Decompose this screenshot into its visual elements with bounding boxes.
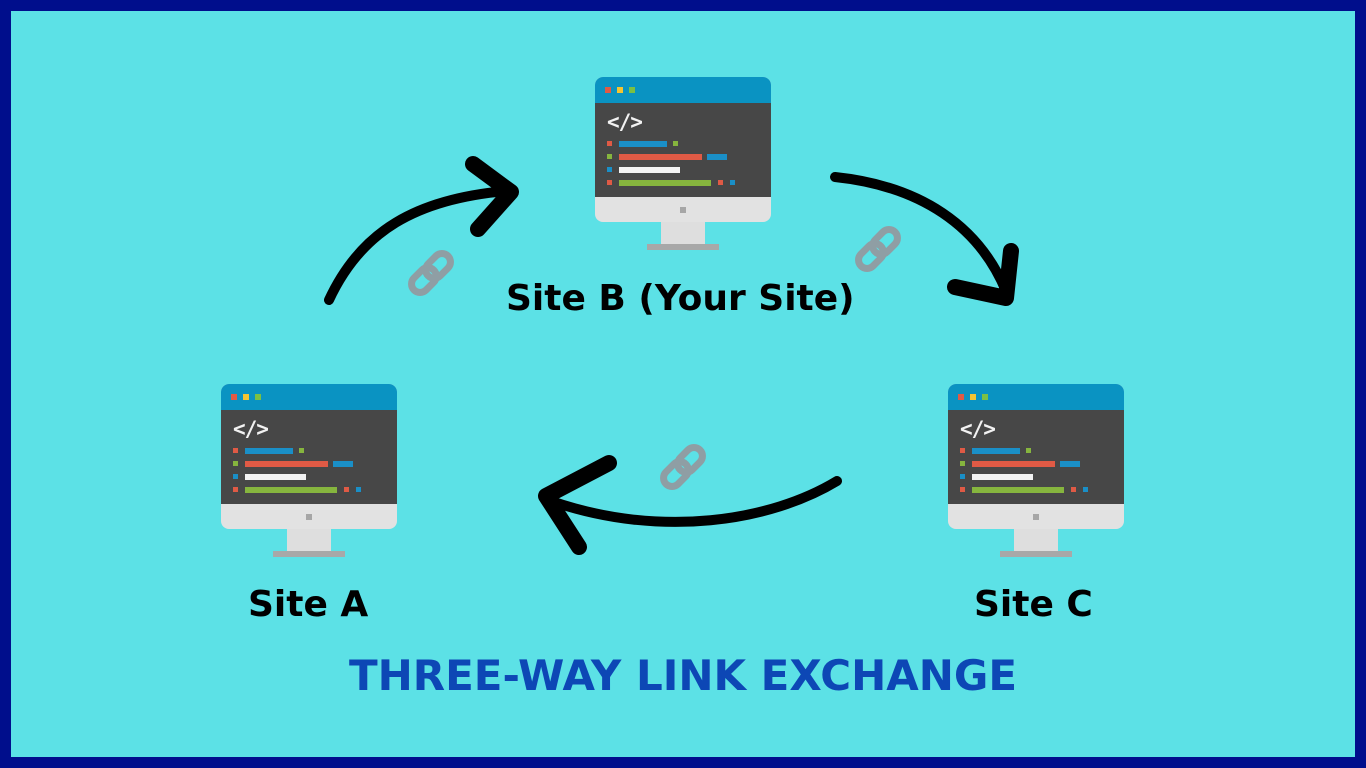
- chain-link-icon: [408, 250, 454, 296]
- arrow-b-to-c-head: [947, 243, 1019, 306]
- code-bullet: [607, 154, 612, 159]
- power-indicator: [306, 514, 312, 520]
- code-line: [333, 461, 353, 467]
- power-indicator: [1033, 514, 1039, 520]
- code-line: [1060, 461, 1080, 467]
- monitor-stand-base: [647, 244, 719, 250]
- window-titlebar: [221, 384, 397, 410]
- monitor-frame: </>: [948, 384, 1124, 529]
- site-a-computer-icon: </>: [221, 384, 397, 559]
- diagram-title: THREE-WAY LINK EXCHANGE: [348, 651, 1018, 700]
- code-bullet: [960, 448, 965, 453]
- window-dot-yellow: [617, 87, 623, 93]
- arrow-b-to-c: [830, 172, 1019, 306]
- window-titlebar: [595, 77, 771, 103]
- chain-link-icon: [660, 444, 706, 490]
- code-bullet: [607, 180, 612, 185]
- chain-link-icon: [855, 226, 901, 272]
- arrow-a-to-b: [324, 156, 519, 305]
- code-bullet: [233, 448, 238, 453]
- code-line: [619, 180, 711, 186]
- code-bullet: [356, 487, 361, 492]
- site-a-label: Site A: [248, 584, 369, 625]
- code-bullet: [960, 474, 965, 479]
- code-line: [245, 461, 328, 467]
- code-screen: </>: [221, 410, 397, 504]
- monitor-stand-base: [273, 551, 345, 557]
- site-b-label: Site B (Your Site): [506, 278, 855, 319]
- arrow-c-to-a: [538, 455, 842, 555]
- code-glyph: </>: [607, 110, 643, 134]
- code-bullet: [730, 180, 735, 185]
- code-line: [245, 474, 306, 480]
- code-bullet: [1026, 448, 1031, 453]
- code-bullet: [233, 461, 238, 466]
- arrows-layer: [324, 156, 1019, 555]
- code-bullet: [960, 487, 965, 492]
- code-line: [619, 141, 667, 147]
- arrow-b-to-c-shaft: [830, 172, 1011, 296]
- power-indicator: [680, 207, 686, 213]
- code-bullet: [718, 180, 723, 185]
- window-titlebar: [948, 384, 1124, 410]
- window-dot-yellow: [970, 394, 976, 400]
- code-line: [245, 448, 293, 454]
- arrow-a-to-b-shaft: [324, 186, 511, 305]
- code-screen: </>: [948, 410, 1124, 504]
- monitor-stand-neck: [661, 222, 705, 244]
- arrow-c-to-a-shaft: [546, 476, 842, 527]
- window-dot-red: [958, 394, 964, 400]
- window-dot-green: [255, 394, 261, 400]
- code-line: [619, 154, 702, 160]
- arrow-c-to-a-head: [538, 455, 617, 555]
- monitor-stand-neck: [1014, 529, 1058, 551]
- monitor-stand-base: [1000, 551, 1072, 557]
- monitor-frame: </>: [595, 77, 771, 222]
- monitor-stand-neck: [287, 529, 331, 551]
- code-line: [245, 487, 337, 493]
- window-dot-red: [605, 87, 611, 93]
- code-bullet: [673, 141, 678, 146]
- code-screen: </>: [595, 103, 771, 197]
- code-glyph: </>: [233, 417, 269, 441]
- window-dot-red: [231, 394, 237, 400]
- code-bullet: [607, 141, 612, 146]
- code-line: [972, 448, 1020, 454]
- window-dot-green: [982, 394, 988, 400]
- monitor-frame: </>: [221, 384, 397, 529]
- window-dot-green: [629, 87, 635, 93]
- code-bullet: [344, 487, 349, 492]
- code-bullet: [1083, 487, 1088, 492]
- code-bullet: [233, 487, 238, 492]
- code-line: [707, 154, 727, 160]
- code-glyph: </>: [960, 417, 996, 441]
- diagram-canvas: </>: [11, 11, 1355, 757]
- code-line: [619, 167, 680, 173]
- code-bullet: [1071, 487, 1076, 492]
- window-dot-yellow: [243, 394, 249, 400]
- code-bullet: [299, 448, 304, 453]
- site-b-computer-icon: </>: [595, 77, 771, 252]
- code-bullet: [607, 167, 612, 172]
- code-bullet: [233, 474, 238, 479]
- site-c-computer-icon: </>: [948, 384, 1124, 559]
- code-line: [972, 461, 1055, 467]
- site-c-label: Site C: [974, 584, 1093, 625]
- code-line: [972, 487, 1064, 493]
- arrow-a-to-b-head: [465, 156, 519, 237]
- code-line: [972, 474, 1033, 480]
- code-bullet: [960, 461, 965, 466]
